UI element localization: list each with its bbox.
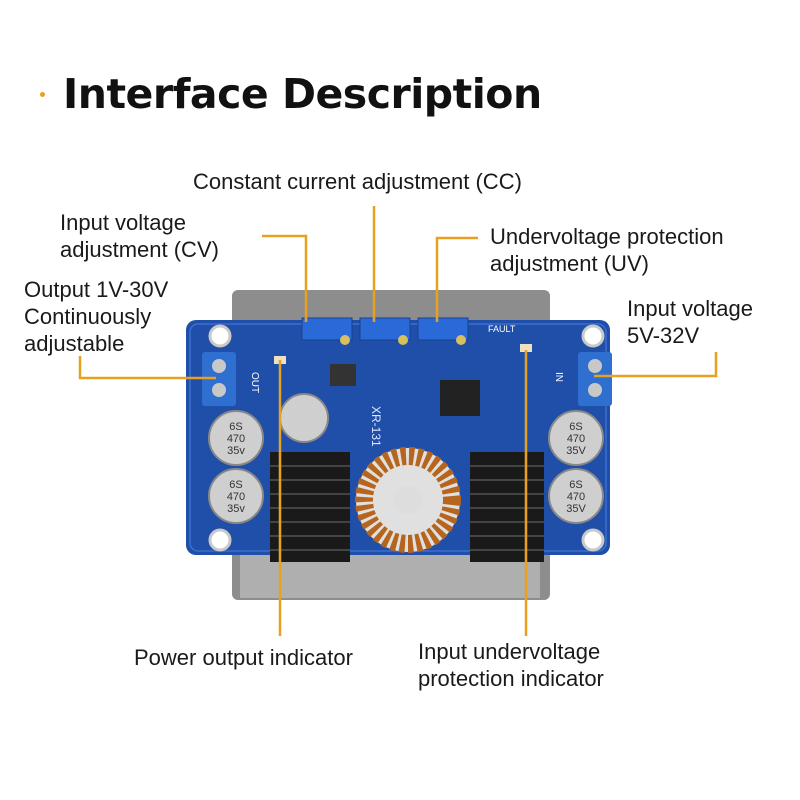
cap-label: 6S [569, 421, 582, 433]
leader-cv [262, 234, 308, 322]
page-title: Interface Description [63, 70, 542, 118]
label-power-indicator: Power output indicator [134, 645, 353, 670]
capacitor-center [279, 393, 329, 443]
cap-label: 470 [567, 491, 585, 503]
label-cv: Input voltage adjustment (CV) [60, 210, 219, 262]
leader-input [594, 352, 718, 378]
capacitor-right-bottom [548, 468, 604, 524]
cv-potentiometer [301, 317, 353, 341]
model-marking: XR-131 [369, 406, 383, 447]
toroid-inductor [355, 447, 461, 553]
cap-label: 35V [566, 503, 586, 515]
input-terminal [578, 352, 612, 406]
cap-label: 35v [227, 445, 245, 457]
label-uv: Undervoltage protection adjustment (UV) [490, 224, 724, 276]
label-input: Input voltage 5V-32V [627, 296, 753, 348]
capacitor-left-bottom [208, 468, 264, 524]
capacitor-left-top [208, 410, 264, 466]
cap-label: 470 [227, 433, 245, 445]
leader-output [78, 356, 216, 380]
out-marking: OUT [249, 372, 260, 393]
heatsink-left [270, 452, 350, 562]
leader-lines [78, 206, 718, 636]
control-ic [440, 380, 480, 416]
cap-label: 6S [569, 479, 582, 491]
label-uv-indicator: Input undervoltage protection indicator [418, 639, 604, 691]
cap-label: 35V [566, 445, 586, 457]
capacitor-right-top [548, 410, 604, 466]
cap-label: 6S [229, 479, 242, 491]
mount-hole [581, 528, 605, 552]
leader-uv [435, 236, 478, 322]
title-row: Interface Description [40, 70, 542, 118]
fault-led [520, 344, 532, 352]
label-output: Output 1V-30V Continuously adjustable [24, 277, 169, 356]
cc-potentiometer [359, 317, 411, 341]
in-marking: IN [553, 372, 564, 382]
mount-hole [581, 324, 605, 348]
cap-label: 6S [229, 421, 242, 433]
cap-label: 470 [227, 491, 245, 503]
label-cc: Constant current adjustment (CC) [193, 169, 522, 194]
uv-potentiometer [417, 317, 469, 341]
mount-hole [208, 528, 232, 552]
cap-label: 470 [567, 433, 585, 445]
output-terminal [202, 352, 236, 406]
fault-marking: FAULT [488, 324, 516, 334]
mount-hole [208, 324, 232, 348]
cap-label: 35v [227, 503, 245, 515]
heatsink-right [470, 452, 544, 562]
bullet-dot [40, 91, 45, 97]
